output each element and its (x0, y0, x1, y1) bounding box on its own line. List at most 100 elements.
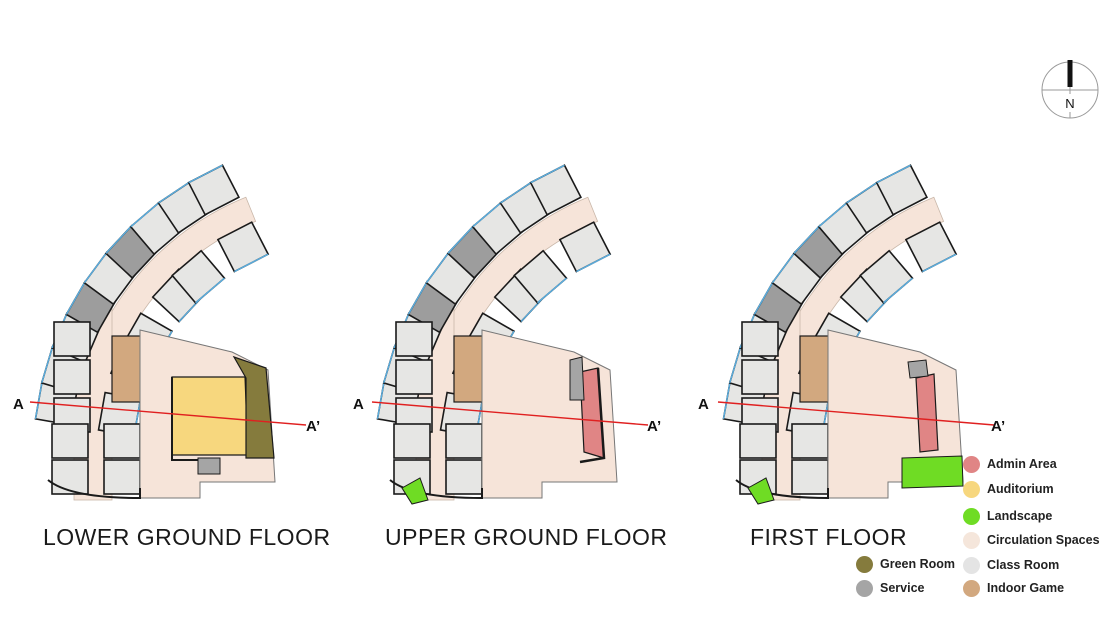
legend-swatch (963, 507, 980, 525)
landscape (901, 455, 964, 489)
legend-swatch (963, 579, 980, 597)
class-room (741, 321, 779, 357)
legend-swatch (963, 480, 980, 498)
class-room (51, 459, 89, 495)
section-label-start: A (698, 396, 709, 413)
class-room (53, 359, 91, 395)
section-line (371, 401, 649, 426)
legend-label: Indoor Game (987, 581, 1065, 595)
class-room (904, 221, 958, 273)
window-line (34, 381, 43, 419)
class-room (51, 423, 89, 459)
legend-item-auditorium: Auditorium (963, 479, 1054, 499)
window-line (922, 253, 957, 273)
section-label-start: A (353, 396, 364, 413)
class-room (103, 459, 141, 495)
window-line (383, 346, 396, 384)
legend-label: Landscape (987, 509, 1053, 523)
window-line (425, 251, 450, 284)
class-room (395, 359, 433, 395)
window-line (188, 164, 223, 184)
class-room (529, 164, 582, 216)
landscape (747, 477, 775, 505)
legend-swatch (856, 579, 873, 597)
class-room (558, 221, 612, 273)
window-line (195, 277, 225, 304)
section-label-start: A (13, 396, 24, 413)
floor-title-first: FIRST FLOOR (750, 524, 908, 550)
window-line (447, 225, 475, 254)
legend-label: Auditorium (987, 482, 1054, 496)
window-line (500, 181, 533, 204)
window-line (818, 201, 849, 228)
class-room (216, 221, 270, 273)
green-room (232, 355, 275, 459)
auditorium (171, 376, 249, 456)
section-label-end: A’ (647, 418, 661, 435)
window-line (793, 225, 821, 254)
window-line (130, 201, 161, 228)
section-label-end: A’ (991, 418, 1005, 435)
window-line (407, 281, 428, 315)
admin-area (915, 373, 939, 453)
legend-label: Service (880, 581, 925, 595)
window-line (472, 201, 503, 228)
window-line (753, 281, 774, 315)
class-room (395, 321, 433, 357)
legend-label: Admin Area (987, 457, 1057, 471)
window-line (883, 277, 913, 304)
landscape (401, 477, 429, 505)
plan-first-floor (717, 164, 995, 505)
window-line (576, 253, 611, 273)
plan-upper-ground-floor (371, 164, 649, 505)
legend-item-circulation-spaces: Circulation Spaces (963, 530, 1100, 550)
service-room (907, 359, 929, 379)
class-room (103, 423, 141, 459)
legend-swatch (963, 556, 980, 574)
legend-label: Class Room (987, 558, 1060, 572)
site-edge (389, 479, 483, 500)
class-room (741, 359, 779, 395)
floor-title-lower-ground: LOWER GROUND FLOOR (43, 524, 331, 550)
window-line (537, 277, 567, 304)
class-room (739, 423, 777, 459)
legend-label: Circulation Spaces (987, 533, 1100, 547)
class-room (875, 164, 928, 216)
window-line (83, 251, 108, 284)
legend-item-indoor-game: Indoor Game (963, 578, 1064, 598)
class-room (513, 249, 568, 304)
site-edge (735, 479, 829, 500)
legend-swatch (856, 555, 873, 573)
legend-swatch (963, 531, 980, 549)
class-room (791, 423, 829, 459)
section-line (717, 401, 995, 426)
legend-swatch (963, 455, 980, 473)
class-room (393, 423, 431, 459)
class-room (187, 164, 240, 216)
plan-lower-ground-floor (29, 164, 307, 501)
section-label-end: A’ (306, 418, 320, 435)
class-room (791, 459, 829, 495)
window-line (771, 251, 796, 284)
class-room (171, 249, 226, 304)
compass-label: N (1065, 96, 1074, 111)
window-line (376, 381, 385, 419)
window-line (234, 253, 269, 273)
wall (579, 367, 606, 464)
class-room (53, 321, 91, 357)
window-line (158, 181, 191, 204)
section-line (29, 401, 307, 426)
class-room (445, 459, 483, 495)
legend-item-admin-area: Admin Area (963, 454, 1057, 474)
legend-item-green-room: Green Room (856, 554, 955, 574)
legend-label: Green Room (880, 557, 956, 571)
class-room (445, 423, 483, 459)
legend-item-service: Service (856, 578, 924, 598)
wall (171, 377, 198, 461)
window-line (65, 281, 86, 315)
legend-item-class-room: Class Room (963, 555, 1059, 575)
legend-item-landscape: Landscape (963, 506, 1052, 526)
window-line (41, 346, 54, 384)
window-line (722, 381, 731, 419)
